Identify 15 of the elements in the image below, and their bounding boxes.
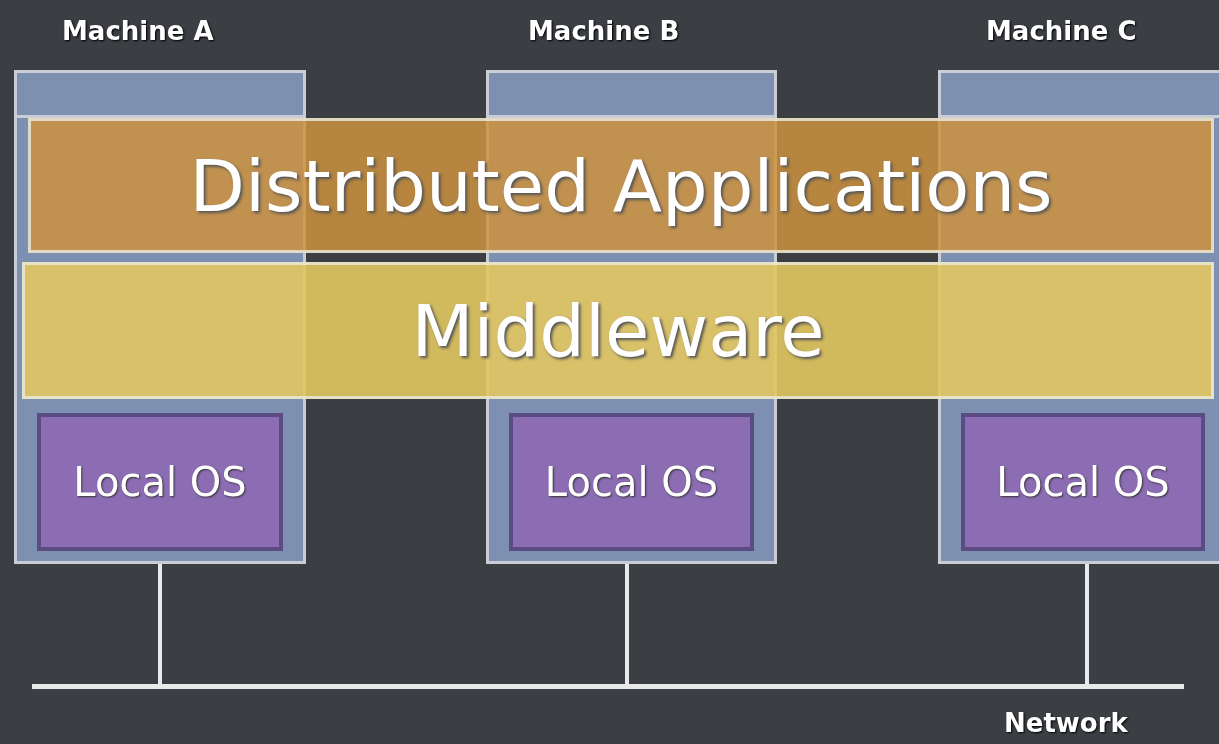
layer-label: Middleware bbox=[411, 288, 825, 373]
os-box bbox=[961, 413, 1205, 551]
os-label: Local OS bbox=[544, 459, 719, 505]
network-label: Network bbox=[1004, 708, 1128, 738]
machine-heading: Machine A bbox=[62, 16, 214, 46]
os-label: Local OS bbox=[73, 459, 247, 505]
connector-line bbox=[1085, 564, 1089, 684]
os-box bbox=[509, 413, 754, 551]
machine-heading: Machine C bbox=[986, 16, 1137, 46]
os-box bbox=[37, 413, 283, 551]
layer-label: Distributed Applications bbox=[189, 143, 1053, 228]
os-label: Local OS bbox=[996, 459, 1170, 505]
connector-line bbox=[158, 564, 162, 684]
connector-line bbox=[625, 564, 629, 684]
machine-heading: Machine B bbox=[528, 16, 680, 46]
